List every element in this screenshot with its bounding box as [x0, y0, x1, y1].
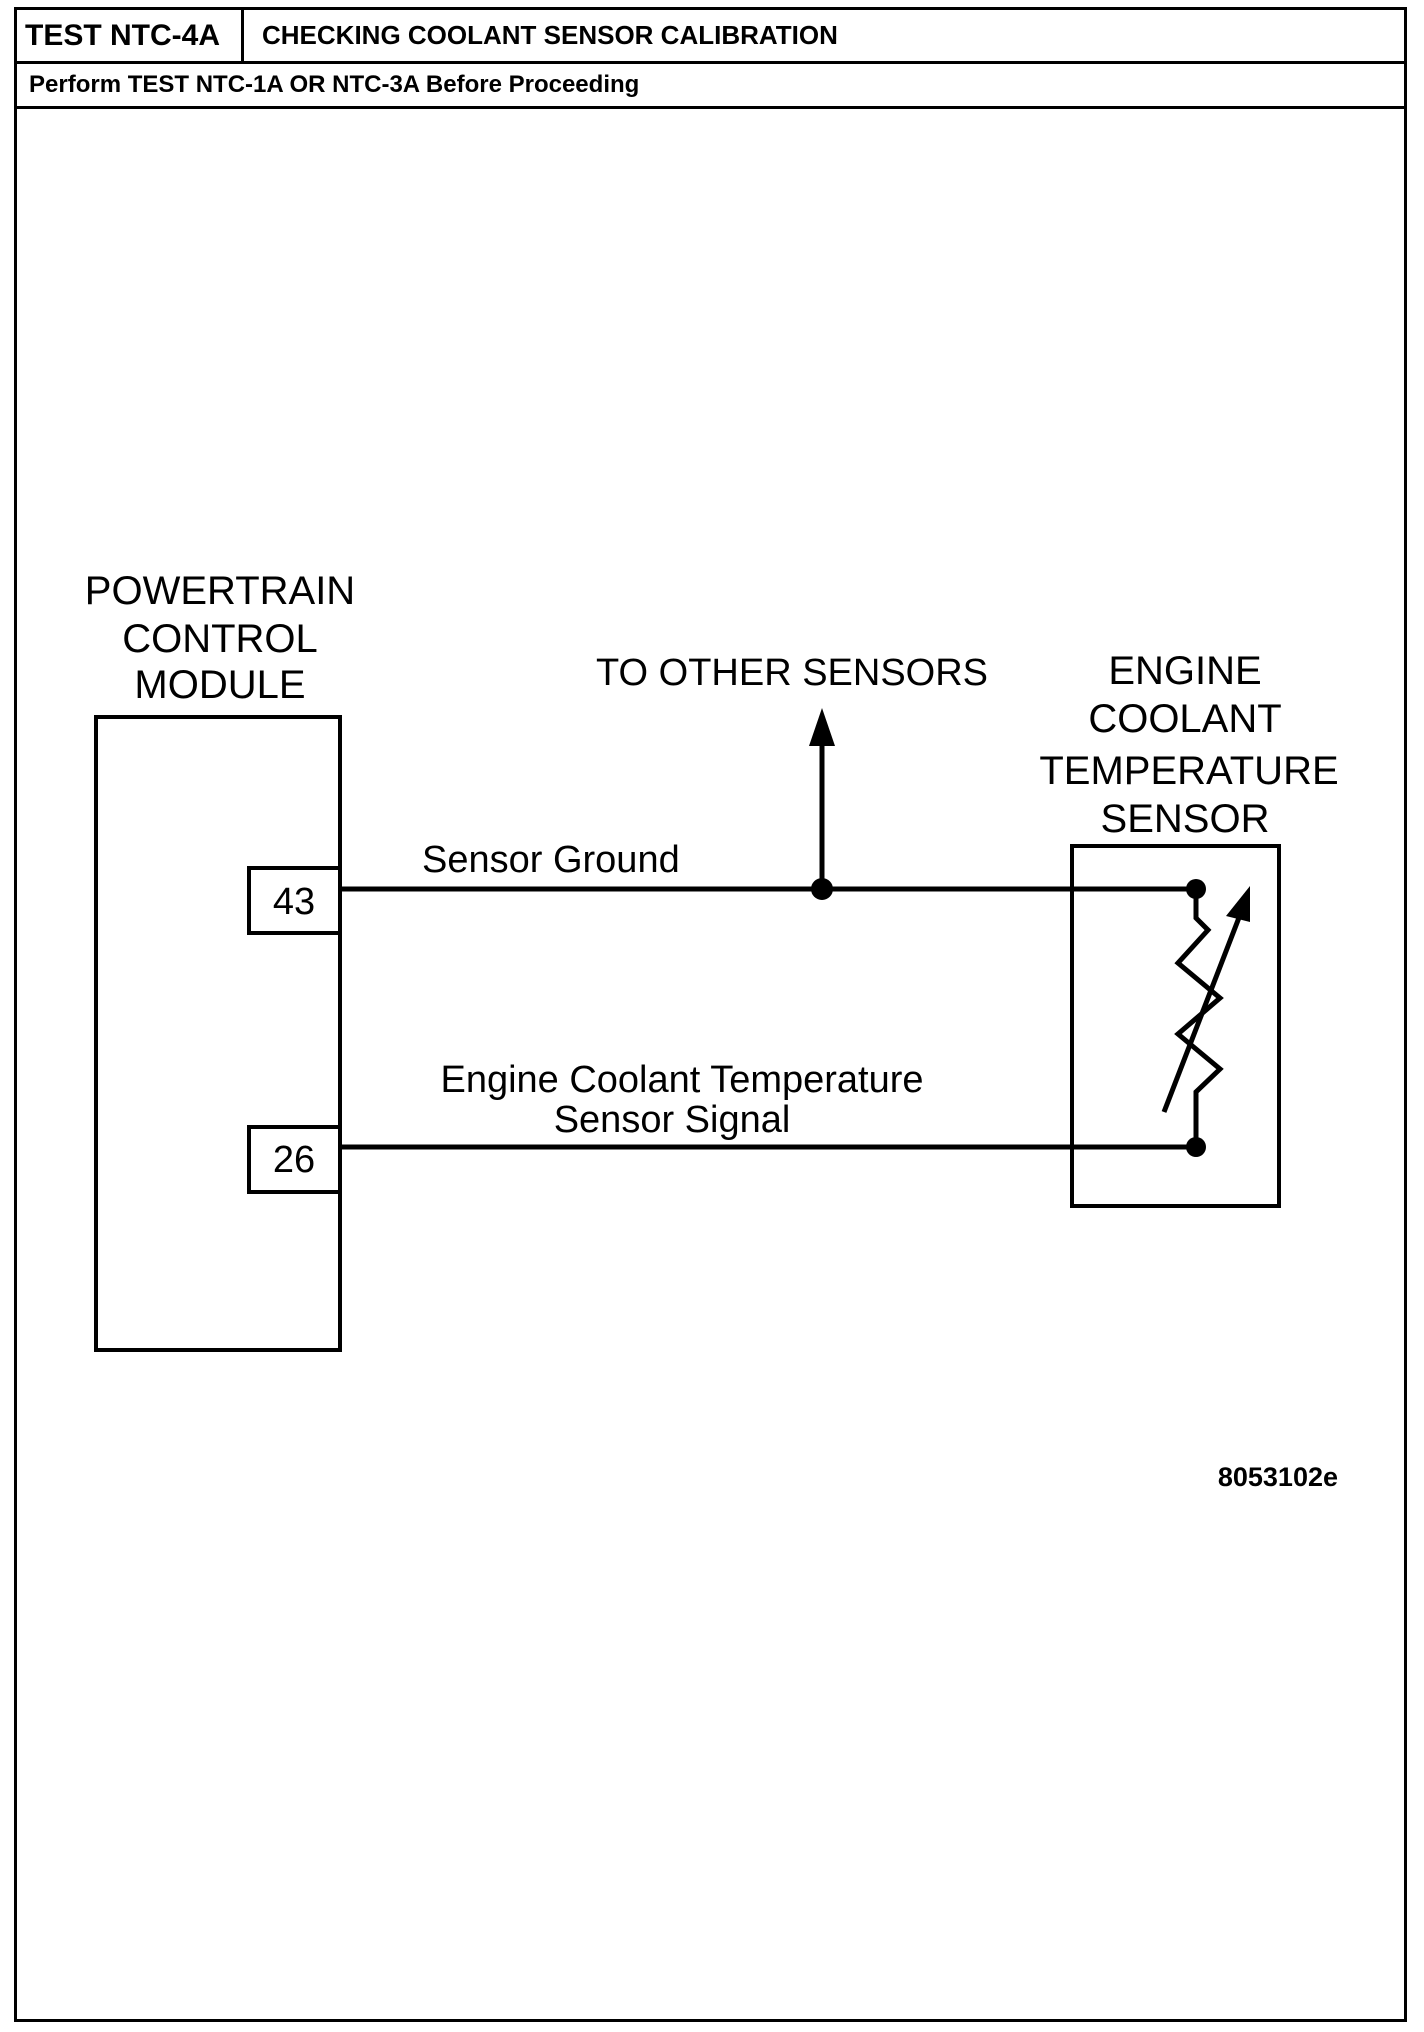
sensor-label-line-2: COOLANT — [1088, 697, 1281, 741]
signal-label-line-2: Sensor Signal — [554, 1099, 791, 1141]
thermistor-variable-arrow-head — [1226, 886, 1250, 922]
pcm-label-line-2: CONTROL — [122, 617, 318, 661]
sensor-label-line-1: ENGINE — [1108, 649, 1261, 693]
pcm-label-line-1: POWERTRAIN — [85, 569, 355, 613]
sensor-label-line-3: TEMPERATURE — [1039, 749, 1338, 793]
sensor-label-line-4: SENSOR — [1101, 797, 1270, 841]
to-other-sensors-arrow — [809, 708, 835, 746]
pin-43-box — [247, 866, 342, 935]
sensor-ground-label: Sensor Ground — [422, 839, 680, 881]
figure-id: 8053102e — [1218, 1462, 1338, 1492]
sensor-box — [1070, 844, 1281, 1208]
pcm-label-line-3: MODULE — [134, 663, 305, 707]
pin-26-label: 26 — [273, 1139, 315, 1181]
to-other-sensors-label: TO OTHER SENSORS — [596, 652, 988, 694]
signal-label-line-1: Engine Coolant Temperature — [440, 1059, 923, 1101]
test-title: CHECKING COOLANT SENSOR CALIBRATION — [262, 20, 838, 50]
pcm-box — [94, 715, 342, 1352]
pin-26-box — [247, 1125, 342, 1194]
thermistor-variable-arrow-shaft — [1161, 914, 1243, 1113]
prerequisite-note: Perform TEST NTC-1A OR NTC-3A Before Pro… — [14, 61, 1407, 109]
pin-43-label: 43 — [273, 881, 315, 923]
thermistor-resistor-symbol — [1174, 889, 1224, 1147]
